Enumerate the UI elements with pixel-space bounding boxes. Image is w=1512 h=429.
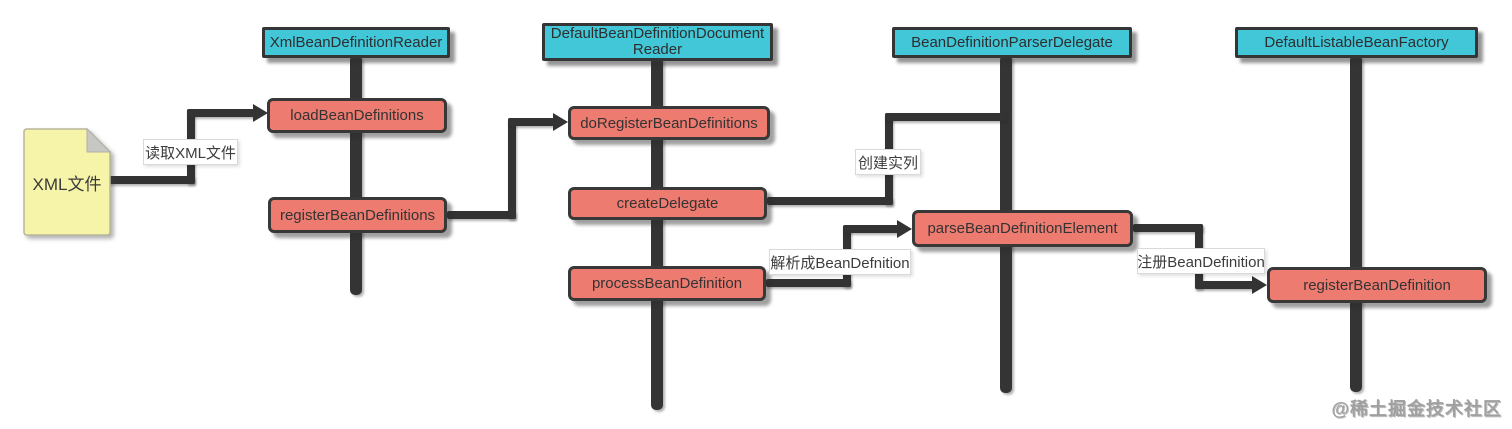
arrowhead-right xyxy=(253,104,268,122)
method-label: loadBeanDefinitions xyxy=(290,107,424,124)
class-box-default-listable-bean-factory: DefaultListableBeanFactory xyxy=(1235,27,1478,58)
message-text: 创建实列 xyxy=(857,154,918,172)
connector-segment xyxy=(843,225,899,233)
method-box-register-bean-definitions: registerBeanDefinitions xyxy=(268,197,447,233)
arrowhead-right xyxy=(897,220,912,238)
connector-segment xyxy=(1133,224,1203,232)
connector-segment xyxy=(108,176,195,184)
class-label: DefaultListableBeanFactory xyxy=(1264,33,1449,51)
lifeline-default-bean-definition-document-reader xyxy=(651,57,663,410)
method-label: doRegisterBeanDefinitions xyxy=(580,114,758,132)
class-label: DefaultBeanDefinitionDocumentReader xyxy=(550,25,765,58)
connector-segment xyxy=(447,211,516,219)
class-box-default-bean-definition-document-reader: DefaultBeanDefinitionDocumentReader xyxy=(542,23,773,61)
connector-segment xyxy=(187,109,254,117)
method-box-process-bean-definition: processBeanDefinition xyxy=(568,266,766,301)
method-label: registerBeanDefinition xyxy=(1303,276,1451,294)
arrowhead-right xyxy=(553,113,568,131)
message-label-create-instance: 创建实列 xyxy=(855,149,921,175)
method-label: registerBeanDefinitions xyxy=(279,206,436,224)
method-label: parseBeanDefinitionElement xyxy=(927,220,1118,237)
arrowhead-right xyxy=(1252,276,1267,294)
connector-segment xyxy=(508,118,516,219)
connector-segment xyxy=(767,197,893,205)
connector-segment xyxy=(1195,281,1254,289)
xml-file-label: XML文件 xyxy=(32,174,102,194)
watermark: @稀土掘金技术社区 xyxy=(1331,399,1502,419)
message-label-read-xml-file: 读取XML文件 xyxy=(143,139,238,165)
message-text: 解析成BeanDefnition xyxy=(770,254,910,272)
class-box-xml-bean-definition-reader: XmlBeanDefinitionReader xyxy=(262,27,450,58)
method-box-parse-bean-definition-element: parseBeanDefinitionElement xyxy=(912,210,1133,247)
lifeline-xml-bean-definition-reader xyxy=(350,55,362,295)
connector-segment xyxy=(766,279,851,287)
class-label: XmlBeanDefinitionReader xyxy=(269,33,443,51)
method-box-do-register-bean-definitions: doRegisterBeanDefinitions xyxy=(568,106,770,140)
method-box-create-delegate: createDelegate xyxy=(568,187,767,220)
message-label-register-beandefinition: 注册BeanDefinition xyxy=(1137,248,1265,274)
lifeline-default-listable-bean-factory xyxy=(1350,55,1362,392)
method-label: createDelegate xyxy=(616,195,719,212)
connector-segment xyxy=(508,118,554,126)
message-label-parse-to-beandefinition: 解析成BeanDefnition xyxy=(769,249,911,275)
document-icon xyxy=(23,128,111,236)
xml-file-node: XML文件 xyxy=(23,128,111,236)
message-text: 注册BeanDefinition xyxy=(1137,253,1265,271)
method-box-register-bean-definition: registerBeanDefinition xyxy=(1267,267,1487,303)
method-label: processBeanDefinition xyxy=(591,275,743,292)
class-label: BeanDefinitionParserDelegate xyxy=(911,33,1113,51)
class-box-bean-definition-parser-delegate: BeanDefinitionParserDelegate xyxy=(892,27,1132,58)
method-box-load-bean-definitions: loadBeanDefinitions xyxy=(267,98,447,133)
connector-segment xyxy=(885,113,1006,121)
message-text: 读取XML文件 xyxy=(145,144,236,162)
